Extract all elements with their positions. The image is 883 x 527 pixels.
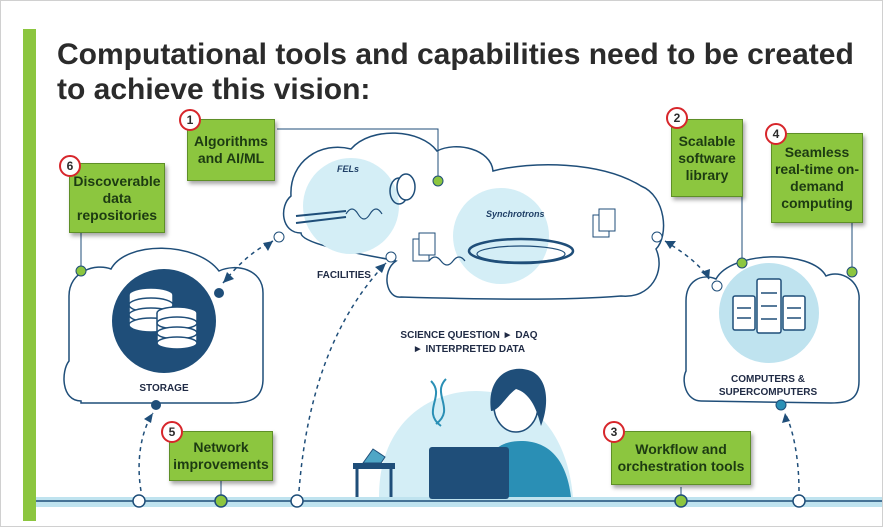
scientist-illustration: [353, 368, 573, 499]
fels-beam-icon: [295, 173, 416, 224]
synchrotron-ring-icon: [412, 208, 616, 266]
synchrotrons-area: [453, 188, 549, 284]
callout-badge-3: 3: [603, 421, 625, 443]
arrowheads: [144, 241, 790, 423]
callout-software-library: Scalable software library: [671, 119, 743, 197]
fels-label: FELs: [337, 164, 360, 174]
callout-badge-6: 6: [59, 155, 81, 177]
computers-label: COMPUTERS & SUPERCOMPUTERS: [718, 374, 818, 398]
page-title: Computational tools and capabilities nee…: [57, 38, 854, 106]
database-stack-icon: [128, 287, 198, 350]
network-line: [36, 497, 882, 507]
fels-area: [303, 158, 399, 254]
callout-algorithms: Algorithms and AI/ML: [187, 119, 275, 181]
callout-realtime-computing: Seamless real-time on-demand computing: [771, 133, 863, 223]
facilities-label: FACILITIES: [317, 270, 371, 281]
callout-badge-5: 5: [161, 421, 183, 443]
callout-network: Network improvements: [169, 431, 273, 481]
storage-label: STORAGE: [139, 383, 189, 394]
server-rack-icon: [732, 278, 806, 334]
accent-bar: [23, 29, 36, 521]
callout-label: Scalable software library: [678, 132, 736, 183]
callout-label: Network improvements: [173, 439, 269, 472]
callout-badge-2: 2: [666, 107, 688, 129]
science-question-line2: ► INTERPRETED DATA: [412, 344, 526, 355]
callout-workflow-tools: Workflow and orchestration tools: [611, 431, 751, 485]
callout-label: Discoverable data repositories: [73, 172, 161, 223]
network-nodes: [132, 494, 806, 508]
synchrotrons-label: Synchrotrons: [486, 209, 545, 219]
callout-badge-1: 1: [179, 109, 201, 131]
science-question-line1: SCIENCE QUESTION ► DAQ: [400, 330, 538, 341]
callout-data-repositories: Discoverable data repositories: [69, 163, 165, 233]
callout-label: Workflow and orchestration tools: [617, 441, 745, 474]
callout-label: Seamless real-time on-demand computing: [774, 144, 859, 211]
callout-badge-4: 4: [765, 123, 787, 145]
callout-label: Algorithms and AI/ML: [194, 133, 268, 166]
